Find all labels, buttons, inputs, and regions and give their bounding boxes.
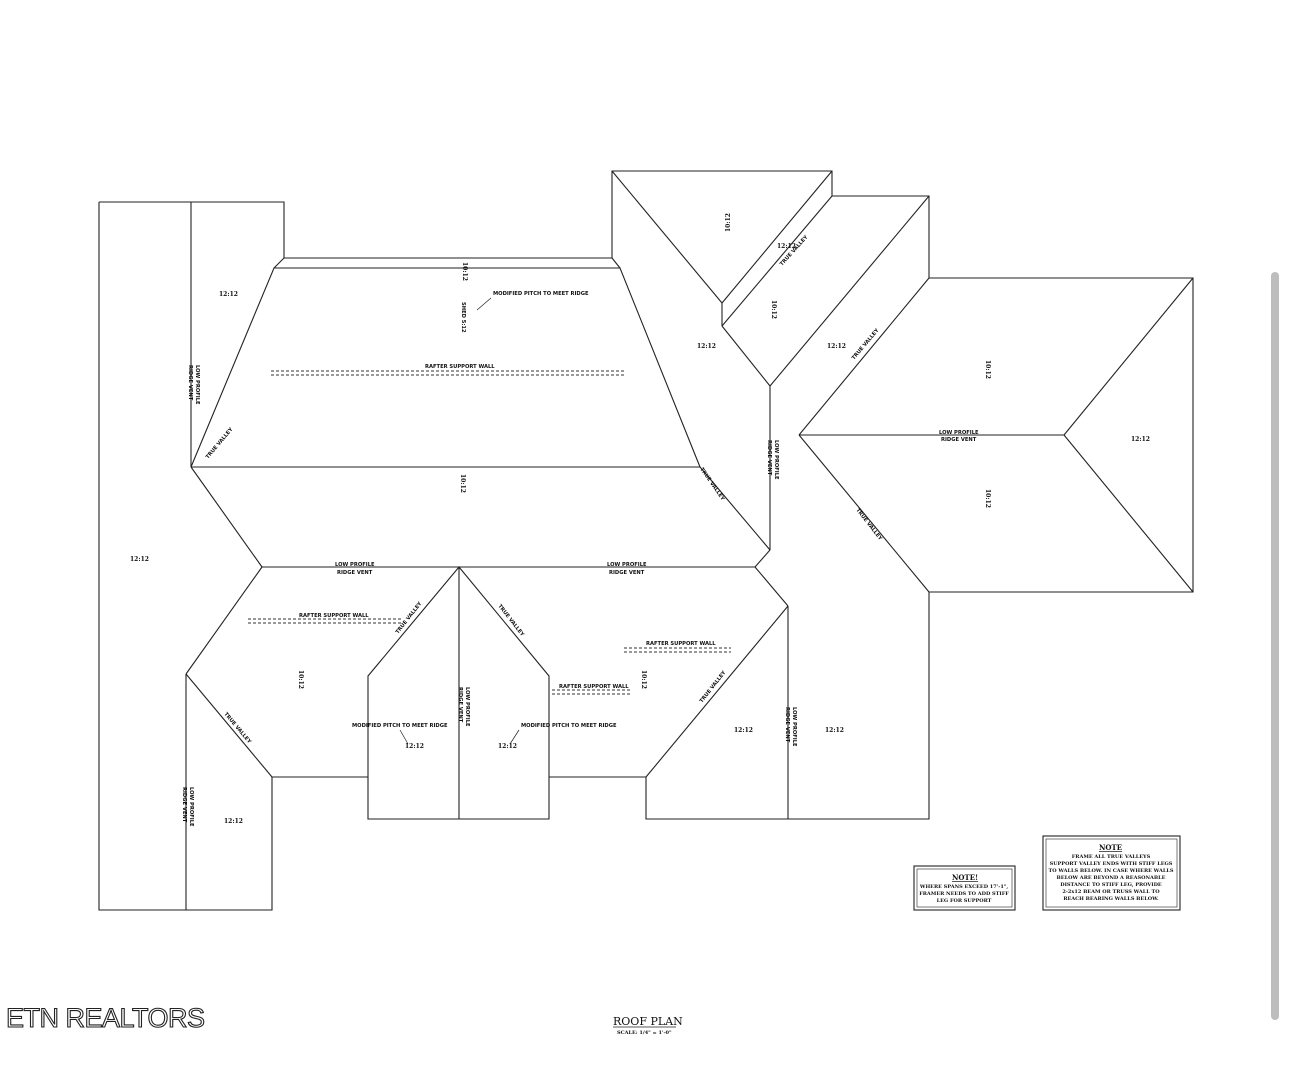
- note-line: WHERE SPANS EXCEED 17'-1",: [919, 884, 1009, 890]
- pitch-label: 12:12: [825, 727, 844, 734]
- pitch-label: 10:12: [640, 670, 647, 689]
- note-line: BELOW ARE BEYOND A REASONABLE: [1057, 875, 1166, 881]
- note-line: SUPPORT VALLEY ENDS WITH STIFF LEGS: [1050, 861, 1173, 867]
- note-large: NOTE FRAME ALL TRUE VALLEYS SUPPORT VALL…: [1042, 835, 1181, 911]
- note-line: TO WALLS BELOW. IN CASE WHERE WALLS: [1049, 868, 1174, 874]
- rafter-support-walls: [248, 370, 731, 695]
- pitch-label: 12:12: [697, 343, 716, 350]
- pitch-label: 12:12: [224, 818, 243, 825]
- vertical-scrollbar[interactable]: [1271, 272, 1279, 1020]
- low-profile-label: LOW PROFILE: [791, 707, 797, 747]
- rafter-support-wall-label: RAFTER SUPPORT WALL: [425, 364, 495, 370]
- note-title: NOTE!: [952, 873, 978, 882]
- pitch-label: 10:12: [984, 360, 991, 379]
- pitch-label: 12:12: [405, 743, 424, 750]
- pitch-label: 12:12: [777, 243, 796, 250]
- note-small: NOTE! WHERE SPANS EXCEED 17'-1", FRAMER …: [913, 865, 1016, 911]
- pitch-label: 10:12: [461, 262, 468, 281]
- ridge-vent-label: RIDGE VENT: [941, 437, 977, 443]
- note-line: DISTANCE TO STIFF LEG, PROVIDE: [1060, 882, 1162, 888]
- note-line: LEG FOR SUPPORT: [937, 898, 992, 904]
- low-profile-label: LOW PROFILE: [939, 430, 979, 436]
- plan-title: ROOF PLAN: [613, 1015, 683, 1028]
- true-valley-label: TRUE VALLEY: [222, 711, 252, 745]
- ridge-vent-label: RIDGE VENT: [784, 707, 790, 743]
- true-valley-label: TRUE VALLEY: [205, 427, 235, 461]
- true-valley-label: TRUE VALLEY: [851, 328, 881, 362]
- note-line: REACH BEARING WALLS BELOW.: [1063, 896, 1159, 902]
- pitch-label: 10:12: [297, 670, 304, 689]
- roof-lines: [98, 170, 1194, 911]
- ridge-vent-label: RIDGE VENT: [187, 365, 193, 401]
- note-line: FRAMER NEEDS TO ADD STIFF: [919, 891, 1009, 897]
- ridge-vent-label: RIDGE VENT: [766, 440, 772, 476]
- ridge-vent-label: RIDGE VENT: [609, 570, 645, 576]
- rafter-support-wall-label: RAFTER SUPPORT WALL: [559, 684, 629, 690]
- pitch-label: 12:12: [498, 743, 517, 750]
- low-profile-label: LOW PROFILE: [194, 365, 200, 405]
- modified-pitch-labels: MODIFIED PITCH TO MEET RIDGE MODIFIED PI…: [352, 291, 617, 745]
- low-profile-label: LOW PROFILE: [335, 562, 375, 568]
- pitch-label: 12:12: [1131, 436, 1150, 443]
- brand-watermark: ETN REALTORS: [5, 1002, 205, 1033]
- ridge-vent-labels: RIDGE VENT LOW PROFILE RIDGE VENT LOW PR…: [181, 365, 979, 827]
- true-valley-label: TRUE VALLEY: [854, 508, 883, 542]
- true-valley-label: TRUE VALLEY: [395, 601, 424, 635]
- low-profile-label: LOW PROFILE: [607, 562, 647, 568]
- note-line: FRAME ALL TRUE VALLEYS: [1072, 854, 1151, 860]
- true-valley-labels: TRUE VALLEY TRUE VALLEY TRUE VALLEY TRUE…: [205, 234, 883, 745]
- pitch-label: 12:12: [130, 556, 149, 563]
- pitch-label: 10:12: [459, 474, 466, 493]
- pitch-label: 10:12: [725, 213, 732, 232]
- modified-pitch-label: MODIFIED PITCH TO MEET RIDGE: [521, 723, 617, 729]
- rafter-support-wall-label: RAFTER SUPPORT WALL: [646, 641, 716, 647]
- true-valley-label: TRUE VALLEY: [698, 467, 725, 502]
- ridge-vent-label: RIDGE VENT: [181, 787, 187, 823]
- note-title: NOTE: [1099, 843, 1122, 852]
- ridge-vent-label: RIDGE VENT: [337, 570, 373, 576]
- modified-pitch-label: MODIFIED PITCH TO MEET RIDGE: [352, 723, 448, 729]
- modified-pitch-label: MODIFIED PITCH TO MEET RIDGE: [493, 291, 589, 297]
- pitch-label: 12:12: [219, 291, 238, 298]
- pitch-label: 12:12: [827, 343, 846, 350]
- rafter-support-wall-label: RAFTER SUPPORT WALL: [299, 613, 369, 619]
- pitch-label: 10:12: [984, 489, 991, 508]
- ridge-vent-label: RIDGE VENT: [457, 687, 463, 723]
- plan-scale: SCALE: 1/4" = 1'-0": [617, 1030, 672, 1036]
- low-profile-label: LOW PROFILE: [773, 440, 779, 480]
- low-profile-label: LOW PROFILE: [464, 687, 470, 727]
- plan-title-block: ROOF PLAN SCALE: 1/4" = 1'-0": [613, 1015, 683, 1036]
- pitch-label: 10:12: [770, 300, 777, 319]
- note-line: 2-2x12 BEAM OR TRUSS WALL TO: [1062, 889, 1160, 895]
- true-valley-label: TRUE VALLEY: [779, 234, 810, 267]
- pitch-labels: 12:12 12:12 12:12 12:12 12:12 12:12 12:1…: [130, 213, 1150, 825]
- pitch-label: 12:12: [734, 727, 753, 734]
- rafter-wall-labels: RAFTER SUPPORT WALL RAFTER SUPPORT WALL …: [299, 364, 716, 690]
- low-profile-label: LOW PROFILE: [188, 787, 194, 827]
- shed-pitch-label: SHED 5:12: [460, 302, 466, 333]
- true-valley-label: TRUE VALLEY: [496, 604, 525, 638]
- true-valley-label: TRUE VALLEY: [699, 670, 728, 704]
